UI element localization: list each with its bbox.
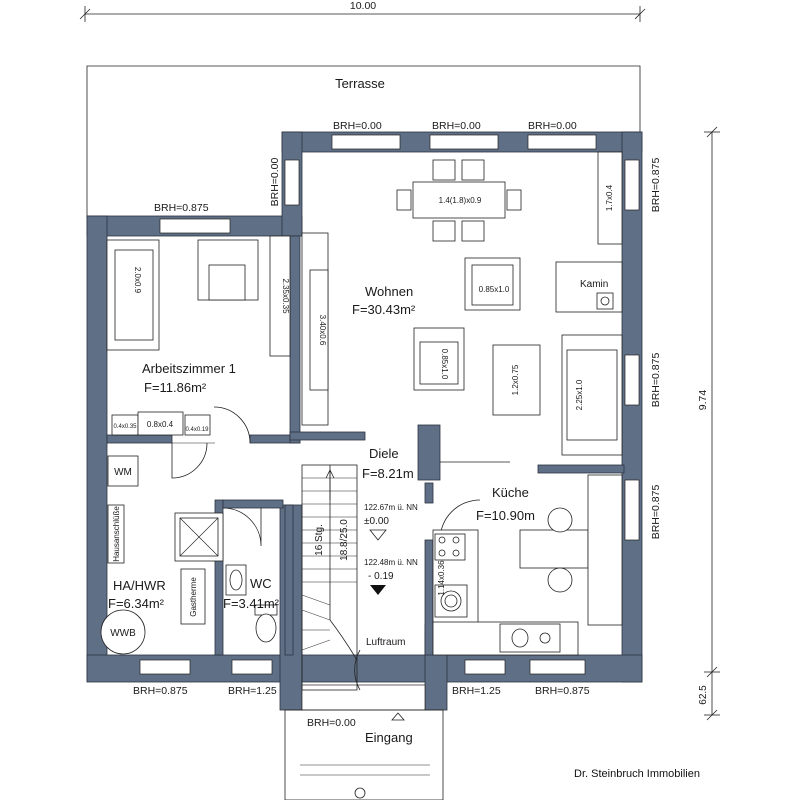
wm-label: WM (114, 467, 132, 478)
overall-depth-label: 9.74 (697, 390, 709, 411)
room-luftraum-name: Luftraum (366, 637, 405, 648)
arbeits-desk-row (111, 411, 211, 436)
top-dimension (79, 6, 646, 22)
entrance-label: Eingang (365, 730, 413, 745)
armchair-top-label: 0.85x1.0 (479, 285, 510, 294)
hausanschluss-label: Hausanschlüße (112, 506, 121, 562)
terrace-label: Terrasse (335, 76, 385, 91)
windows (139, 134, 640, 711)
arbeits-desk-label: 0.8x0.4 (147, 420, 174, 429)
kamin-label: Kamin (580, 279, 608, 290)
room-wc-area: F=3.41m² (223, 596, 280, 611)
level-marker-1 (369, 529, 387, 541)
brh-right-2: BRH=0.875 (650, 353, 662, 408)
kitchen-counter (432, 529, 479, 626)
brh-top-2: BRH=0.00 (432, 120, 481, 132)
brh-right-3: BRH=0.875 (650, 485, 662, 540)
overall-width-label: 10.00 (350, 0, 376, 12)
room-hwr-name: HA/HWR (113, 578, 166, 593)
brh-top-1: BRH=0.00 (333, 120, 382, 132)
hausanschluss (107, 504, 125, 564)
room-arbeits-name: Arbeitszimmer 1 (142, 361, 236, 376)
armchair-top (464, 257, 521, 311)
coffee-table (492, 344, 541, 416)
washing-machine (107, 455, 139, 487)
kitchen-bottom-counter (432, 621, 579, 656)
credit-label: Dr. Steinbruch Immobilien (574, 768, 700, 780)
brh-bottom-4: BRH=0.875 (535, 685, 590, 697)
kitchen-unit-label: 1.14x0.36 (437, 560, 446, 596)
room-arbeits-area: F=11.86m² (144, 380, 207, 395)
gastherme-label: Gastherme (189, 577, 198, 617)
brh-arbeits-top: BRH=0.875 (154, 202, 209, 214)
inner-walls (106, 235, 625, 656)
stairs-ratio-label: 18.8/25.0 (339, 519, 350, 561)
level-marker-2 (370, 585, 386, 595)
staircase (301, 464, 358, 691)
kamin-firebox (596, 292, 614, 310)
right-dimension (704, 126, 720, 721)
dining-table (396, 159, 522, 242)
brh-bottom-1: BRH=0.875 (133, 685, 188, 697)
arbeits-sofa (106, 239, 160, 351)
arbeits-shelf (269, 235, 291, 357)
offset-dimension-label: 62.5 (698, 685, 709, 705)
arbeits-cab2-label: 0.4x0.19 (185, 427, 209, 433)
gastherme (180, 568, 206, 625)
kitchen-table (519, 474, 623, 626)
arbeits-shelf-label: 2.35x0.35 (281, 278, 290, 314)
sideboard-label: 3.40x0.6 (318, 315, 327, 346)
level2-label: 122.48m ü. NN (364, 558, 418, 567)
wc-sink (225, 564, 247, 596)
shelf-top-label: 1.7x0.4 (605, 184, 614, 211)
room-kueche-area: F=10.90m (476, 508, 535, 523)
room-kueche-name: Küche (492, 485, 529, 500)
wwb-tank (100, 609, 146, 655)
level1-label: 122.67m ü. NN (364, 503, 418, 512)
room-diele-area: F=8.21m (362, 466, 414, 481)
arbeits-cab1-label: 0.4x0.35 (113, 424, 137, 430)
armchair-left (413, 327, 465, 391)
dining-table-label: 1.4(1.8)x0.9 (439, 196, 482, 205)
toilet (254, 604, 278, 643)
room-wc-name: WC (250, 576, 272, 591)
brh-top-3: BRH=0.00 (528, 120, 577, 132)
brh-left-vertical: BRH=0.00 (269, 157, 281, 206)
level1b-label: ±0.00 (364, 516, 389, 527)
brh-entrance: BRH=0.00 (307, 717, 356, 729)
room-wohnen-name: Wohnen (365, 284, 413, 299)
room-wohnen-area: F=30.43m² (352, 302, 416, 317)
room-hwr-area: F=6.34m² (108, 596, 165, 611)
brh-bottom-3: BRH=1.25 (452, 685, 501, 697)
arbeits-sofa-label: 2.0x0.9 (133, 267, 142, 294)
sofa-right-label: 2.25x1.0 (575, 379, 584, 410)
brh-right-1: BRH=0.875 (650, 158, 662, 213)
sofa-right (561, 334, 623, 456)
arbeits-chair (197, 239, 259, 301)
terrace-outline (86, 65, 641, 218)
brh-bottom-2: BRH=1.25 (228, 685, 277, 697)
shelf-top-right (597, 151, 623, 245)
shower-tray (174, 512, 224, 562)
room-diele-name: Diele (369, 446, 399, 461)
stairs-steps-label: 16 Stg. (314, 524, 325, 556)
entrance-arrow-icon (391, 712, 405, 721)
entrance-stoop (284, 709, 444, 800)
sideboard (301, 232, 329, 426)
coffee-table-label: 1.2x0.75 (511, 364, 520, 395)
level2b-label: - 0.19 (368, 571, 394, 582)
armchair-left-label: 0.85x1.0 (440, 349, 449, 380)
wwb-label: WWB (110, 628, 136, 639)
kamin-flue-icon (600, 296, 610, 306)
